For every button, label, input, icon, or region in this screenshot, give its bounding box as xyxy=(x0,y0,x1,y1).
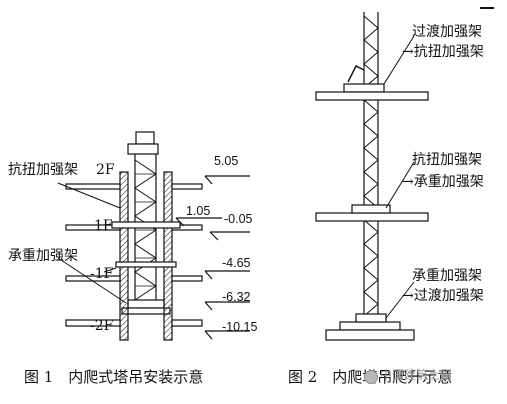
fig2-crane-mast xyxy=(343,12,385,322)
fig1-floor-2f: 2F xyxy=(96,162,115,178)
fig1-elevation-5-05: 5.05 xyxy=(214,154,239,168)
fig1-elevation-minus6-32: -6.32 xyxy=(222,290,251,304)
watermark-logo-icon xyxy=(364,370,378,384)
fig1-shaft-walls xyxy=(119,171,173,341)
fig1-floor-minus2f: -2F xyxy=(90,318,114,334)
fig2-slabs xyxy=(315,91,429,341)
fig1-caption: 图 1 内爬式塔吊安装示意 xyxy=(24,368,204,386)
fig1-load-bearing-label: 承重加强架 xyxy=(8,248,78,264)
fig1-elevation-minus10-15: -10.15 xyxy=(222,320,258,334)
fig1-floor-1f: 1F xyxy=(94,218,113,234)
fig1-floor-slabs xyxy=(65,183,203,327)
fig2-leader-lines xyxy=(383,35,415,319)
fig2-load-bearing-bot-label: 承重加强架 xyxy=(412,268,482,284)
watermark-text: 中国建筑土网 xyxy=(380,368,453,382)
fig1-collars xyxy=(111,221,181,268)
fig2-load-bearing-mid-label: →承重加强架 xyxy=(402,174,484,190)
fig1-elevation-minus0-05: -0.05 xyxy=(224,212,253,226)
fig2-transition-bot-label: →过渡加强架 xyxy=(402,288,484,304)
fig2-transition-top-label: 过渡加强架 xyxy=(412,24,482,40)
fig1-elevation-marks xyxy=(175,175,250,340)
fig2-anti-torsion-top-label: →抗扭加强架 xyxy=(402,44,484,60)
fig1-floor-minus1f: -1F xyxy=(90,266,114,282)
fig1-leader-lines xyxy=(57,182,127,304)
fig1-elevation-1-05: 1.05 xyxy=(186,204,211,218)
fig2-brackets xyxy=(351,204,391,323)
fig1-elevation-minus4-65: -4.65 xyxy=(222,256,251,270)
fig2-anti-torsion-mid-label: 抗扭加强架 xyxy=(412,152,482,168)
fig1-anti-torsion-label: 抗扭加强架 xyxy=(8,162,78,178)
